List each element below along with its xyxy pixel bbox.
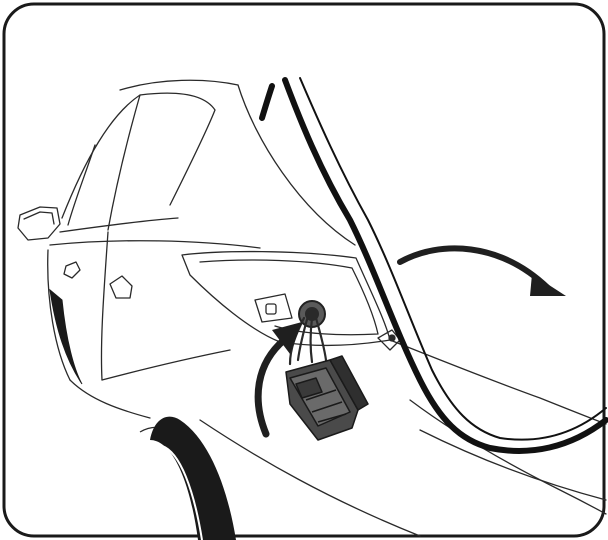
rear-wheel-icon [140,417,236,540]
door-handle-front [64,262,80,278]
lamp-bracket [255,294,292,322]
routing-arrow-shaft [258,340,284,434]
open-arrow-head [530,274,566,296]
lower-body-curve [200,420,420,536]
hatch-clip-dot [389,335,395,341]
door-handle-rear [110,276,132,298]
tailgate-open-arrow-icon [400,248,566,296]
lamp-socket [266,304,276,314]
side-mirror-inner [24,212,54,224]
tailgate-stub [262,86,272,118]
door-line-rear [101,232,108,380]
window-pillar-front [68,145,95,225]
tail-light-inner [200,260,378,335]
rocker-panel [70,380,150,418]
open-arrow-shaft [400,248,548,288]
quarter-panel [102,350,230,380]
belt-line [50,241,260,248]
panel-border [4,4,604,536]
roof-line [120,80,238,90]
window-upper [62,93,215,218]
harness-connector-icon [286,356,368,440]
window-pillar-b [108,95,140,230]
window-lower [60,218,178,232]
